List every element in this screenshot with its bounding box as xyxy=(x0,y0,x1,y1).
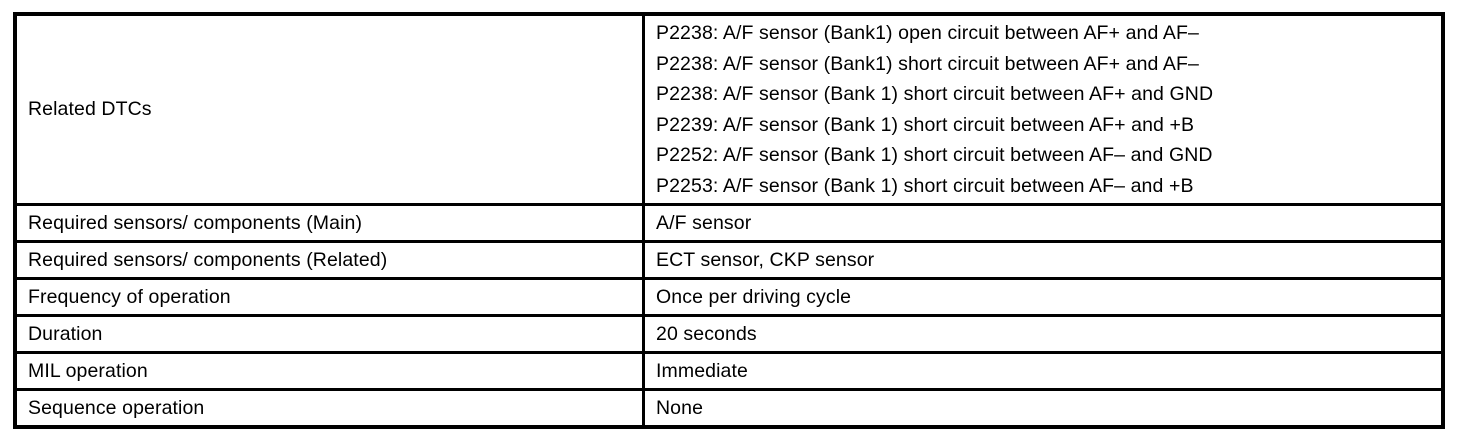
row-value: ECT sensor, CKP sensor xyxy=(642,240,1445,280)
dtc-line: P2238: A/F sensor (Bank1) open circuit b… xyxy=(656,22,1199,44)
row-value: Immediate xyxy=(642,351,1445,391)
row-label: Required sensors/ components (Related) xyxy=(13,240,645,280)
row-value: 20 seconds xyxy=(642,314,1445,354)
dtc-line: P2252: A/F sensor (Bank 1) short circuit… xyxy=(656,144,1213,166)
row-value: Once per driving cycle xyxy=(642,277,1445,317)
row-value: None xyxy=(642,388,1445,428)
dtc-line: P2253: A/F sensor (Bank 1) short circuit… xyxy=(656,174,1194,197)
table-row: MIL operation Immediate xyxy=(13,351,1445,391)
related-dtcs-table: Related DTCs P2238: A/F sensor (Bank1) o… xyxy=(13,12,1445,429)
row-label: Duration xyxy=(13,314,645,354)
dtc-line: P2238: A/F sensor (Bank 1) short circuit… xyxy=(656,83,1214,105)
table-row: Required sensors/ components (Main) A/F … xyxy=(13,203,1445,243)
row-value: A/F sensor xyxy=(642,203,1445,243)
row-value: P2238: A/F sensor (Bank1) open circuit b… xyxy=(642,12,1445,206)
dtc-line: P2238: A/F sensor (Bank1) short circuit … xyxy=(656,52,1199,75)
table-row: Frequency of operation Once per driving … xyxy=(13,277,1445,317)
table-row: Sequence operation None xyxy=(13,388,1445,428)
row-label: Required sensors/ components (Main) xyxy=(13,203,645,243)
row-label: Frequency of operation xyxy=(13,277,645,317)
dtc-line: P2239: A/F sensor (Bank 1) short circuit… xyxy=(656,113,1195,136)
row-label: Sequence operation xyxy=(13,388,645,428)
table-row: Required sensors/ components (Related) E… xyxy=(13,240,1445,280)
row-label: Related DTCs xyxy=(13,12,645,206)
row-label: MIL operation xyxy=(13,351,645,391)
table-row: Related DTCs P2238: A/F sensor (Bank1) o… xyxy=(13,12,1445,206)
table-row: Duration 20 seconds xyxy=(13,314,1445,354)
